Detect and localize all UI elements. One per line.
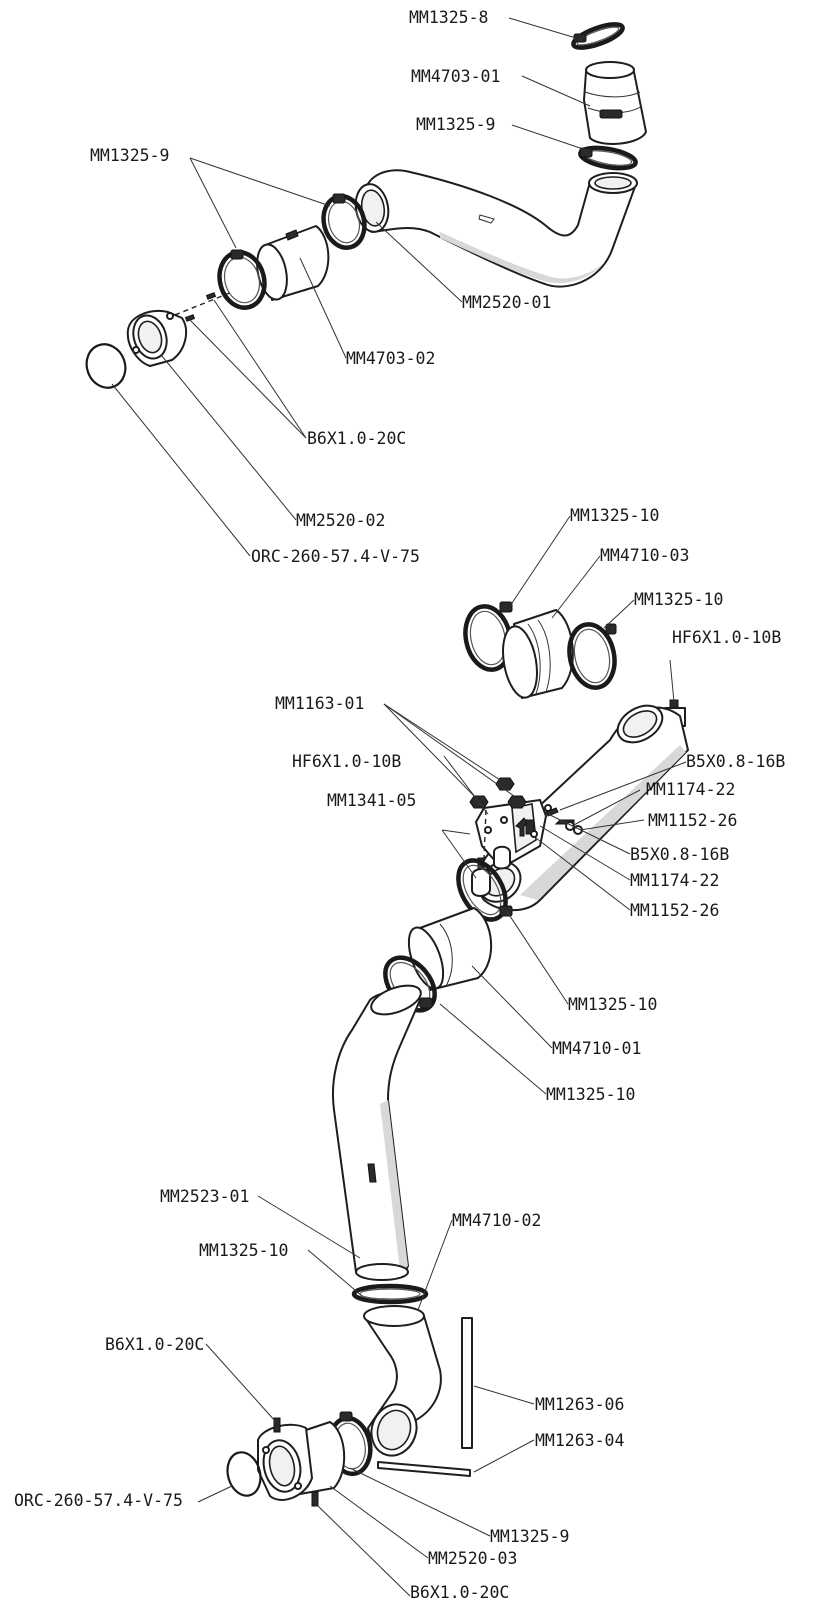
- label-mm4703-01: MM4703-01: [411, 67, 500, 86]
- clamp-mm1325-10-b: [567, 622, 617, 690]
- oring-orc-top: [85, 343, 127, 389]
- label-mm1325-10-a: MM1325-10: [570, 506, 659, 525]
- label-mm1325-8: MM1325-8: [409, 8, 488, 27]
- label-mm1325-9-top: MM1325-9: [416, 115, 495, 134]
- label-mm2523-01: MM2523-01: [160, 1187, 249, 1206]
- strip-mm1263-04: [377, 1461, 471, 1477]
- coupler-mm4703-01: [583, 61, 647, 145]
- leader-lines: [111, 17, 687, 1597]
- label-mm1325-10-d: MM1325-10: [546, 1085, 635, 1104]
- label-orc-bottom: ORC-260-57.4-V-75: [14, 1491, 183, 1510]
- pipe-mm2523-01: [331, 984, 422, 1281]
- label-b5x08-a: B5X0.8-16B: [686, 752, 785, 771]
- label-b6x1-bottom-b: B6X1.0-20C: [410, 1583, 509, 1602]
- label-hf6x1-left: HF6X1.0-10B: [292, 752, 401, 771]
- bolts-b6x1-top: [149, 291, 233, 326]
- label-mm1174-22-b: MM1174-22: [630, 871, 719, 890]
- label-b5x08-b: B5X0.8-16B: [630, 845, 729, 864]
- label-mm4710-03: MM4710-03: [600, 546, 689, 565]
- clamp-mm1325-9-left: [217, 249, 267, 310]
- coupler-mm4710-03: [502, 609, 574, 699]
- label-b6x1-bottom-a: B6X1.0-20C: [105, 1335, 204, 1354]
- label-mm1263-06: MM1263-06: [535, 1395, 624, 1414]
- label-mm1325-9-bottom: MM1325-9: [490, 1527, 569, 1546]
- label-mm1325-10-c: MM1325-10: [568, 995, 657, 1014]
- flange-mm2520-03: [257, 1421, 346, 1501]
- label-mm1174-22-a: MM1174-22: [646, 780, 735, 799]
- oring-orc-bottom: [226, 1451, 262, 1497]
- clamp-mm1325-10-e: [351, 1283, 429, 1305]
- label-orc-top: ORC-260-57.4-V-75: [251, 547, 420, 566]
- flange-mm2520-02: [126, 310, 188, 367]
- bolt-b6x1-bottom-b: [311, 1491, 319, 1507]
- label-hf6x1-right: HF6X1.0-10B: [672, 628, 781, 647]
- bolt-b6x1-bottom-a: [273, 1417, 281, 1433]
- label-mm1341-05: MM1341-05: [327, 791, 416, 810]
- nuts-mm1163-01: [469, 777, 527, 809]
- label-mm1263-04: MM1263-04: [535, 1431, 624, 1450]
- mounts-mm1341-05: [471, 809, 511, 897]
- label-mm4710-01: MM4710-01: [552, 1039, 641, 1058]
- pipe-mm2520-01: [354, 169, 638, 288]
- label-mm2520-02: MM2520-02: [296, 511, 385, 530]
- label-mm2520-03: MM2520-03: [428, 1549, 517, 1568]
- clamp-mm1325-9-upper-left: [321, 193, 367, 250]
- label-mm1152-26-a: MM1152-26: [648, 811, 737, 830]
- label-mm1325-9-left: MM1325-9: [90, 146, 169, 165]
- label-mm1152-26-b: MM1152-26: [630, 901, 719, 920]
- label-mm2520-01: MM2520-01: [462, 293, 551, 312]
- elbow-mm4710-02: [363, 1305, 442, 1457]
- label-mm1325-10-b: MM1325-10: [634, 590, 723, 609]
- bracket-mm1341: [475, 799, 552, 863]
- pipe-middle-straight: [476, 704, 689, 912]
- label-mm1163-01: MM1163-01: [275, 694, 364, 713]
- part-labels: MM1325-8 MM4703-01 MM1325-9 MM1325-9 MM2…: [14, 8, 785, 1602]
- label-mm4703-02: MM4703-02: [346, 349, 435, 368]
- strip-mm1263-06: [461, 1317, 473, 1449]
- clamp-mm1325-9-top: [578, 145, 638, 171]
- label-mm4710-02: MM4710-02: [452, 1211, 541, 1230]
- label-b6x1-top: B6X1.0-20C: [307, 429, 406, 448]
- coupler-mm4710-01: [407, 907, 492, 991]
- clamp-mm1325-8: [571, 22, 625, 50]
- label-mm1325-10-e: MM1325-10: [199, 1241, 288, 1260]
